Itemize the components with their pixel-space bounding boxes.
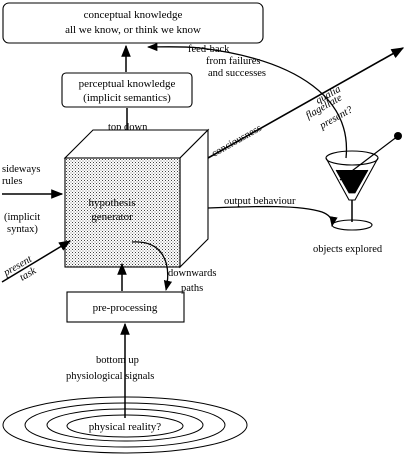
sideways-label-1: sideways <box>2 164 41 175</box>
perceptual-knowledge-box: perceptual knowledge (implicit semantics… <box>61 72 193 108</box>
martini-glass-icon <box>325 132 402 231</box>
output-behaviour-label: output behaviour <box>224 196 296 207</box>
downwards-label-1: downwards <box>168 268 216 279</box>
hypothesis-generator-title: hypothesis <box>88 197 135 209</box>
perceptual-knowledge-title: perceptual knowledge <box>79 78 176 90</box>
top-down-label: top down <box>108 122 148 133</box>
consciousness-arrow <box>207 47 405 159</box>
physical-reality-label: physical reality? <box>89 421 162 433</box>
sideways-label-2: rules <box>2 176 22 187</box>
sideways-label-3: (implicit <box>4 212 40 223</box>
hypothesis-generator-subtitle: generator <box>91 211 133 223</box>
feedback-arrow <box>146 42 348 159</box>
objects-explored-label: objects explored <box>313 244 383 255</box>
downwards-paths-arrow <box>131 241 173 292</box>
preprocessing-label: pre-processing <box>93 302 158 314</box>
conceptual-knowledge-box: conceptual knowledge all we know, or thi… <box>2 2 264 44</box>
feedback-label-2: from failures <box>206 56 261 67</box>
downwards-label-2: paths <box>181 283 203 294</box>
feedback-label-1: feed-back <box>188 44 230 55</box>
feedback-label-3: and successes <box>208 68 266 79</box>
bottom-up-label-1: bottom up <box>96 355 139 366</box>
physical-reality-rings: physical reality? <box>2 396 248 454</box>
sideways-label-4: syntax) <box>7 224 38 235</box>
output-behaviour-arrow <box>207 205 338 228</box>
conceptual-knowledge-title: conceptual knowledge <box>84 9 183 21</box>
bottom-up-label-2: physiological signals <box>66 371 154 382</box>
present-task-arrow <box>1 240 72 283</box>
perceptual-knowledge-subtitle: (implicit semantics) <box>83 92 171 104</box>
hypothesis-generator-cube: hypothesis generator <box>63 128 210 269</box>
preprocessing-box: pre-processing <box>66 291 185 323</box>
consciousness-label: conciousness <box>210 123 264 160</box>
conceptual-knowledge-subtitle: all we know, or think we know <box>65 24 201 36</box>
